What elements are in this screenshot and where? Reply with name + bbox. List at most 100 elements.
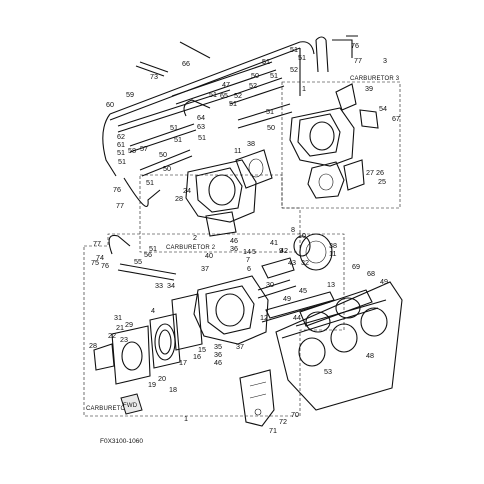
part-callout-51: 51: [170, 123, 178, 132]
part-callout-71: 71: [269, 426, 277, 435]
carburetor-3-label: CARBURETOR 3: [350, 76, 400, 82]
part-callout-70: 70: [291, 410, 299, 419]
part-callout-31: 31: [114, 313, 122, 322]
part-callout-60: 60: [106, 100, 114, 109]
carburetor-1-group: CARBURETOR 1: [83, 233, 345, 417]
part-callout-1: 1: [184, 414, 188, 423]
fwd-label: FWD: [123, 403, 138, 409]
part-callout-28: 28: [89, 341, 97, 350]
part-callout-46: 46: [214, 358, 222, 367]
part-callout-51: 51: [117, 148, 125, 157]
part-callout-13: 13: [327, 280, 335, 289]
part-callout-50: 50: [163, 164, 171, 173]
part-callout-20: 20: [158, 374, 166, 383]
part-callout-26: 26: [376, 168, 384, 177]
part-callout-50: 50: [159, 150, 167, 159]
part-callout-39: 39: [365, 84, 373, 93]
part-callout-51: 51: [174, 135, 182, 144]
part-callout-57: 57: [140, 144, 148, 153]
part-callout-4: 4: [151, 306, 155, 315]
part-callout-11: 11: [234, 146, 241, 155]
part-callout-30: 30: [266, 280, 274, 289]
part-callout-12: 12: [260, 313, 268, 322]
carburetor-3-group: CARBURETOR 3: [281, 35, 401, 209]
part-callout-68: 68: [367, 269, 375, 278]
carburetor-1-label: CARBURETOR 1: [86, 406, 136, 412]
part-callout-55: 55: [134, 257, 142, 266]
part-callout-46: 46: [230, 236, 238, 245]
fwd-icon: [120, 393, 143, 415]
part-callout-17: 17: [179, 358, 187, 367]
part-callout-32: 32: [301, 258, 309, 267]
part-callout-56: 56: [144, 250, 152, 259]
part-callout-40: 40: [205, 251, 213, 260]
part-callout-51: 51: [229, 99, 237, 108]
part-callout-1: 1: [302, 84, 306, 93]
part-callout-23: 23: [120, 335, 128, 344]
part-callout-33: 33: [155, 281, 163, 290]
part-callout-47: 47: [222, 80, 230, 89]
carburetor-2-label: CARBURETOR 2: [166, 245, 216, 251]
part-callout-77: 77: [116, 201, 124, 210]
part-callout-76: 76: [351, 41, 359, 50]
part-callout-43: 43: [288, 258, 296, 267]
part-callout-54: 54: [379, 104, 387, 113]
part-callout-51: 51: [209, 90, 217, 99]
part-callout-29: 29: [125, 320, 133, 329]
part-callout-8: 8: [291, 225, 295, 234]
part-callout-19: 19: [148, 380, 156, 389]
part-callout-7: 7: [246, 255, 250, 264]
part-callout-41: 41: [270, 238, 278, 247]
part-callout-3: 3: [383, 56, 387, 65]
part-callout-67: 67: [392, 114, 400, 123]
part-callout-5: 5: [252, 247, 256, 256]
part-callout-18: 18: [169, 385, 177, 394]
part-callout-63: 63: [197, 122, 205, 131]
part-callout-51: 51: [146, 178, 154, 187]
part-callout-52: 52: [249, 81, 257, 90]
part-callout-50: 50: [251, 71, 259, 80]
part-callout-11: 11: [329, 249, 336, 258]
figure-code: F0X3100-1060: [100, 438, 143, 445]
intake-manifold-assembly: [275, 281, 403, 411]
part-callout-77: 77: [93, 239, 101, 248]
part-callout-16: 16: [193, 352, 201, 361]
part-callout-48: 48: [366, 351, 374, 360]
part-callout-6: 6: [247, 264, 251, 273]
part-callout-45: 45: [299, 286, 307, 295]
mounting-bracket: [239, 369, 275, 427]
part-callout-77: 77: [354, 56, 362, 65]
part-callout-51: 51: [270, 71, 278, 80]
part-callout-51: 51: [266, 107, 274, 116]
part-callout-66: 66: [182, 59, 190, 68]
part-callout-49: 49: [283, 294, 291, 303]
part-callout-9: 9: [279, 246, 283, 255]
part-callout-2: 2: [193, 233, 197, 242]
part-callout-53: 53: [324, 367, 332, 376]
part-callout-22: 22: [108, 331, 116, 340]
part-callout-10: 10: [298, 231, 306, 240]
part-callout-27: 27: [366, 168, 374, 177]
part-callout-58: 58: [128, 146, 136, 155]
part-callout-25: 25: [378, 177, 386, 186]
part-callout-15: 15: [198, 345, 206, 354]
part-callout-36: 36: [230, 244, 238, 253]
part-callout-50: 50: [267, 123, 275, 132]
part-callout-74: 74: [96, 253, 104, 262]
part-callout-21: 21: [116, 323, 124, 332]
part-callout-37: 37: [236, 342, 244, 351]
part-callout-34: 34: [167, 281, 175, 290]
part-callout-51: 51: [198, 133, 206, 142]
part-callout-65: 65: [220, 91, 228, 100]
part-callout-24: 24: [183, 186, 191, 195]
fwd-arrow-marker: FWD: [120, 393, 143, 415]
part-callout-52: 52: [234, 91, 242, 100]
part-callout-51: 51: [290, 45, 298, 54]
part-callout-51: 51: [149, 244, 157, 253]
part-callout-69: 69: [352, 262, 360, 271]
part-callout-51: 51: [298, 53, 306, 62]
part-callout-75: 75: [91, 258, 99, 267]
part-callout-51: 51: [262, 57, 270, 66]
